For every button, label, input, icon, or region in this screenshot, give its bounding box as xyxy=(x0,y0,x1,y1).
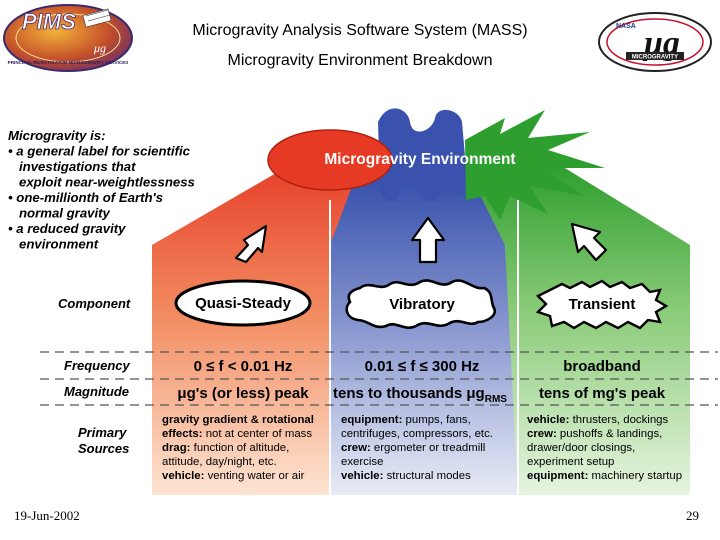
vibratory-column xyxy=(330,165,520,495)
definition-bullet-2-line-0: • a reduced gravity xyxy=(8,221,126,236)
source-line: equipment: pumps, fans, xyxy=(341,414,471,426)
source-line: equipment: machinery startup xyxy=(527,470,682,482)
quasi-steady-arrow-icon xyxy=(234,224,268,264)
vibratory-wave-shape xyxy=(378,108,468,202)
definition-bullet-0-line-0: • a general label for scientific xyxy=(8,144,191,159)
nasa-microgravity-logo: NASA μg MICROGRAVITY xyxy=(596,10,714,74)
frequency-vibratory: 0.01 ≤ f ≤ 300 Hz xyxy=(365,358,480,375)
row-label-primary: Primary xyxy=(78,425,127,440)
row-label-frequency: Frequency xyxy=(64,358,131,373)
transient-column xyxy=(465,165,690,495)
component-quasi-steady: Quasi-Steady xyxy=(195,295,292,312)
source-line: centrifuges, compressors, etc. xyxy=(341,428,493,440)
definition-bullet-0-line-1: investigations that xyxy=(19,159,136,174)
environment-label: Microgravity Environment xyxy=(324,151,515,168)
quasi-steady-column xyxy=(152,165,380,495)
source-line: vehicle: venting water or air xyxy=(162,470,305,482)
source-line: experiment setup xyxy=(527,456,614,468)
source-line: gravity gradient & rotational xyxy=(162,414,314,426)
source-line: drag: function of altitude, xyxy=(162,442,289,454)
source-line: crew: pushoffs & landings, xyxy=(527,428,662,440)
magnitude-vibratory-sub: RMS xyxy=(485,394,508,405)
magnitude-vibratory: tens to thousands μgRMS xyxy=(333,385,507,405)
title-line-2: Microgravity Environment Breakdown xyxy=(227,52,493,69)
row-label-component: Component xyxy=(58,296,131,311)
definition-bullet-1-line-1: normal gravity xyxy=(19,206,111,221)
vibratory-arrow-icon xyxy=(410,216,446,264)
frequency-quasi-steady: 0 ≤ f < 0.01 Hz xyxy=(194,358,293,375)
transient-badge xyxy=(535,279,669,330)
title-line-1: Microgravity Analysis Software System (M… xyxy=(192,22,528,39)
definition-bullet-1-line-0: • one-millionth of Earth's xyxy=(8,190,163,205)
sources-transient: vehicle: thrusters, dockings crew: pushof… xyxy=(527,414,682,482)
svg-text:NASA: NASA xyxy=(616,23,636,30)
quasi-steady-ellipse xyxy=(267,129,393,191)
sources-quasi-steady: gravity gradient & rotational effects: no… xyxy=(162,414,314,482)
svg-text:PIMS: PIMS xyxy=(22,9,76,34)
sources-vibratory: equipment: pumps, fans, centrifuges, comp… xyxy=(341,414,493,482)
magnitude-quasi-steady: μg's (or less) peak xyxy=(177,385,309,402)
component-vibratory: Vibratory xyxy=(389,296,455,313)
row-label-sources: Sources xyxy=(78,441,129,456)
source-line: drawer/door closings, xyxy=(527,442,635,454)
source-line: crew: ergometer or treadmill xyxy=(341,442,485,454)
source-line: effects: not at center of mass xyxy=(162,428,312,440)
vibratory-badge xyxy=(345,279,497,329)
definition-heading: Microgravity is: xyxy=(8,128,105,143)
quasi-steady-badge xyxy=(174,279,312,327)
magnitude-vibratory-main: tens to thousands μg xyxy=(333,385,485,402)
page-number: 29 xyxy=(686,508,699,523)
svg-text:μg: μg xyxy=(93,41,106,55)
definition-bullet-0-line-2: exploit near-weightlessness xyxy=(19,175,195,190)
pims-logo: PIMS μg PRINCIPAL INVESTIGATOR MICROGRAV… xyxy=(2,2,138,76)
svg-text:MICROGRAVITY: MICROGRAVITY xyxy=(632,55,678,61)
component-transient: Transient xyxy=(569,296,636,313)
definition-bullet-2-line-1: environment xyxy=(19,237,99,252)
svg-text:PRINCIPAL INVESTIGATOR MICROGR: PRINCIPAL INVESTIGATOR MICROGRAVITY SERV… xyxy=(8,60,129,65)
transient-arrow-icon xyxy=(570,222,608,262)
frequency-transient: broadband xyxy=(563,358,641,375)
source-line: exercise xyxy=(341,456,383,468)
microgravity-definition: Microgravity is:• a general label for sc… xyxy=(8,128,195,252)
source-line: vehicle: structural modes xyxy=(341,470,471,482)
row-label-magnitude: Magnitude xyxy=(64,384,129,399)
transient-burst-shape xyxy=(465,110,605,220)
footer-date: 19-Jun-2002 xyxy=(14,508,80,523)
magnitude-transient: tens of mg's peak xyxy=(539,385,666,402)
source-line: attitude, day/night, etc. xyxy=(162,456,277,468)
source-line: vehicle: thrusters, dockings xyxy=(527,414,668,426)
